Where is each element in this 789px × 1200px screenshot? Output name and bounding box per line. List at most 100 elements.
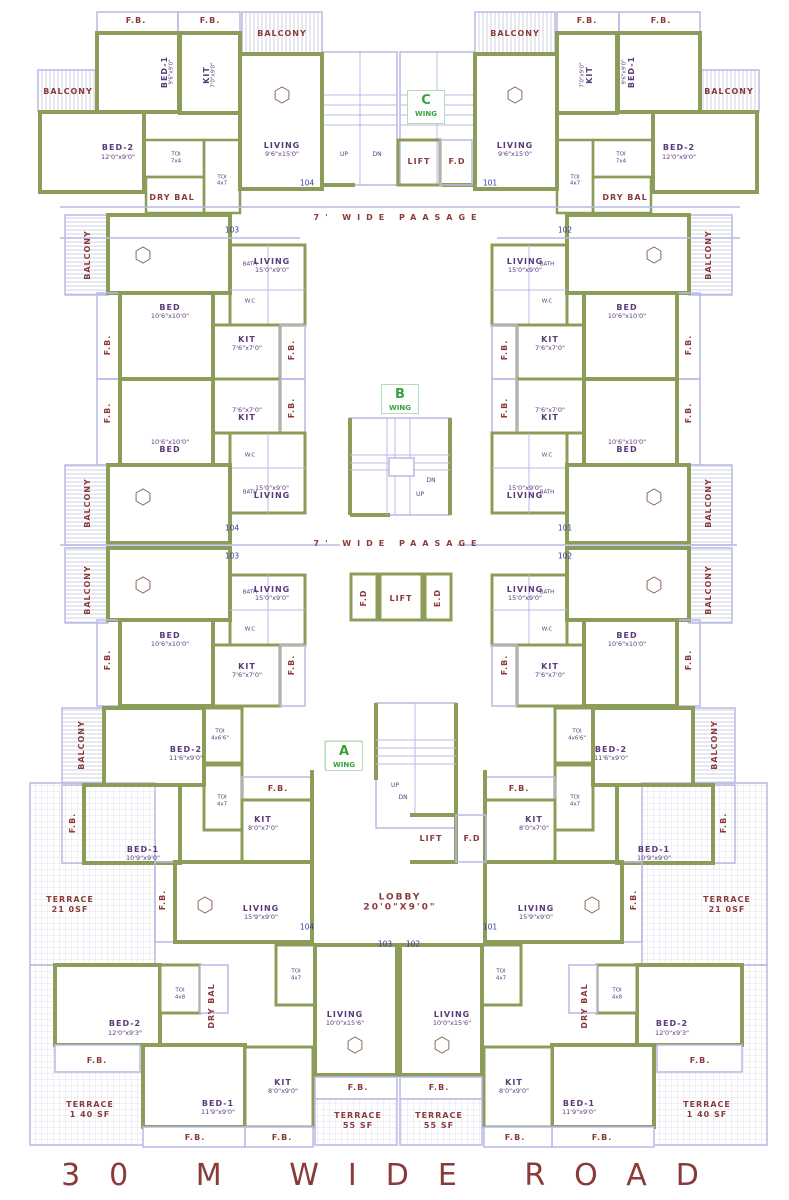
b-102-living-size: 15'0"x9'0" [507, 265, 543, 274]
stair-down-label: DN [372, 151, 382, 158]
right-c-kit-label: KIT [585, 66, 594, 84]
left-c-unit-number: 104 [299, 178, 315, 188]
left-a-toi-size: 4x7 [216, 801, 228, 808]
b-lower-103-unit-number: 103 [224, 551, 240, 561]
a-bottom-right-bed2-label: BED-2 [655, 1019, 689, 1028]
right-c-unit-number: 101 [482, 178, 498, 188]
right-a-unit-number: 101 [482, 922, 498, 932]
coffee-table-icon [274, 86, 290, 104]
b-104-fb: F.B. [287, 397, 296, 419]
right-a-toi-label: TOI [572, 728, 582, 735]
left-c-bed2-size: 12'0"x9'0" [100, 152, 136, 161]
a-bottom-right-fb: F.B. [689, 1056, 711, 1065]
left-a-fb: F.B. [68, 812, 77, 834]
a-bottom-left-terrace-size: 55 SF [342, 1121, 374, 1130]
a-bottom-right-living-size: 10'0"x15'6" [432, 1018, 472, 1027]
left-a-bed1-size: 10'9"x9'0" [125, 853, 161, 862]
left-c-living-label: LIVING [263, 141, 301, 150]
b-lower-102-bed-size: 10'6"x10'0" [607, 639, 647, 648]
a-bottom-left-bed2-size: 12'0"x9'3" [107, 1028, 143, 1037]
right-a-bed1-size: 10'9"x9'0" [636, 853, 672, 862]
a-bottom-right-toi-label: TOI [496, 968, 506, 975]
b-102-bath: BATH [539, 261, 555, 268]
b-101-fb: F.B. [500, 397, 509, 419]
left-c-toi-size: 7x4 [170, 158, 182, 165]
b-104-kit-label: KIT [238, 413, 256, 422]
b-lower-102-living-label: LIVING [506, 585, 544, 594]
road-label: 30 M WIDE ROAD [61, 1158, 728, 1193]
a-bottom-right-toi-size: 4x8 [611, 994, 623, 1001]
b-lower-103-bed-label: BED [159, 631, 181, 640]
lift-b: LIFT [389, 594, 413, 603]
b-lower-102-living-size: 15'0"x9'0" [507, 593, 543, 602]
coffee-table-icon [135, 246, 151, 264]
b-102-bed-label: BED [616, 303, 638, 312]
b-101-kit-size: 7'6"x7'0" [535, 405, 565, 414]
a-bottom-right-kit-size: 8'0"x9'0" [499, 1086, 529, 1095]
left-a-unit-number: 104 [299, 922, 315, 932]
stair-a-up-label: UP [390, 782, 400, 789]
b-102-balcony: BALCONY [704, 230, 713, 280]
left-c-bed1-size: 9'6"x9'0" [168, 59, 175, 85]
a-bottom-right-fb: F.B. [504, 1133, 526, 1142]
b-lower-103-fb: F.B. [287, 654, 296, 676]
b-104-living-size: 15'0"x9'0" [254, 483, 290, 492]
a-bottom-left-living-size: 10'0"x15'6" [325, 1018, 365, 1027]
right-c-dry-balcony: DRY BAL [602, 193, 648, 202]
b-lower-103-fb: F.B. [103, 649, 112, 671]
b-lower-102-kit-label: KIT [541, 662, 559, 671]
wing-b-badge: B WING [381, 384, 419, 414]
b-104-unit-number: 104 [224, 523, 240, 533]
a-bottom-right-terrace-size: 55 SF [423, 1121, 455, 1130]
b-103-wc: W.C [244, 298, 256, 305]
right-a-living-size: 15'9"x9'0" [518, 912, 554, 921]
b-lower-102-unit-number: 102 [557, 551, 573, 561]
a-bottom-right-terrace-label: TERRACE [683, 1100, 731, 1109]
b-103-fb: F.B. [287, 339, 296, 361]
b-103-fb: F.B. [103, 334, 112, 356]
a-bottom-right-bed1-size: 11'9"x9'0" [561, 1107, 597, 1116]
coffee-table-icon [646, 246, 662, 264]
b-104-bath: BATH [242, 489, 258, 496]
b-lower-103-wc: W.C [244, 626, 256, 633]
a-bottom-left-bed2-label: BED-2 [108, 1019, 142, 1028]
a-bottom-left-terrace-size: 1 40 SF [69, 1110, 111, 1119]
a-bottom-left-toi-label: TOI [175, 987, 185, 994]
a-bottom-left-dry-balcony: DRY BAL [207, 983, 216, 1029]
b-102-bed-size: 10'6"x10'0" [607, 311, 647, 320]
b-lower-102-kit-size: 7'6"x7'0" [535, 670, 565, 679]
coffee-table-icon [135, 488, 151, 506]
right-c-fb: F.B. [576, 16, 598, 25]
a-bottom-left-toi-size: 4x8 [174, 994, 186, 1001]
b-lower-103-bed-size: 10'6"x10'0" [150, 639, 190, 648]
right-c-balcony: BALCONY [490, 29, 540, 38]
stair-b-up-label: UP [415, 491, 425, 498]
left-a-balcony: BALCONY [77, 720, 86, 770]
coffee-table-icon [347, 1036, 363, 1054]
stair-b-down-label: DN [426, 477, 436, 484]
b-103-living-label: LIVING [253, 257, 291, 266]
left-c-balcony: BALCONY [43, 87, 93, 96]
b-lower-103-balcony: BALCONY [83, 565, 92, 615]
coffee-table-icon [434, 1036, 450, 1054]
wing-a-badge: A WING [325, 741, 363, 771]
right-a-bed1-label: BED-1 [637, 845, 671, 854]
a-bottom-left-fb: F.B. [86, 1056, 108, 1065]
b-104-fb: F.B. [103, 402, 112, 424]
right-a-toi-size: 4x7 [569, 801, 581, 808]
right-c-toi-label: TOI [570, 174, 580, 181]
right-c-living-size: 9'6"x15'0" [497, 149, 533, 158]
left-a-kit-size: 8'0"x7'0" [248, 823, 278, 832]
left-a-living-label: LIVING [242, 904, 280, 913]
b-104-living-label: LIVING [253, 491, 291, 500]
b-101-bed-label: BED [616, 445, 638, 454]
lobby-size: 20'0"X9'0" [363, 902, 437, 913]
a-bottom-left-fb: F.B. [271, 1133, 293, 1142]
a-bottom-left-bed1-label: BED-1 [201, 1099, 235, 1108]
right-c-fb: F.B. [650, 16, 672, 25]
left-a-fb: F.B. [267, 784, 289, 793]
b-103-kit-label: KIT [238, 335, 256, 344]
a-bottom-left-toi-label: TOI [291, 968, 301, 975]
b-104-wc: W.C [244, 452, 256, 459]
